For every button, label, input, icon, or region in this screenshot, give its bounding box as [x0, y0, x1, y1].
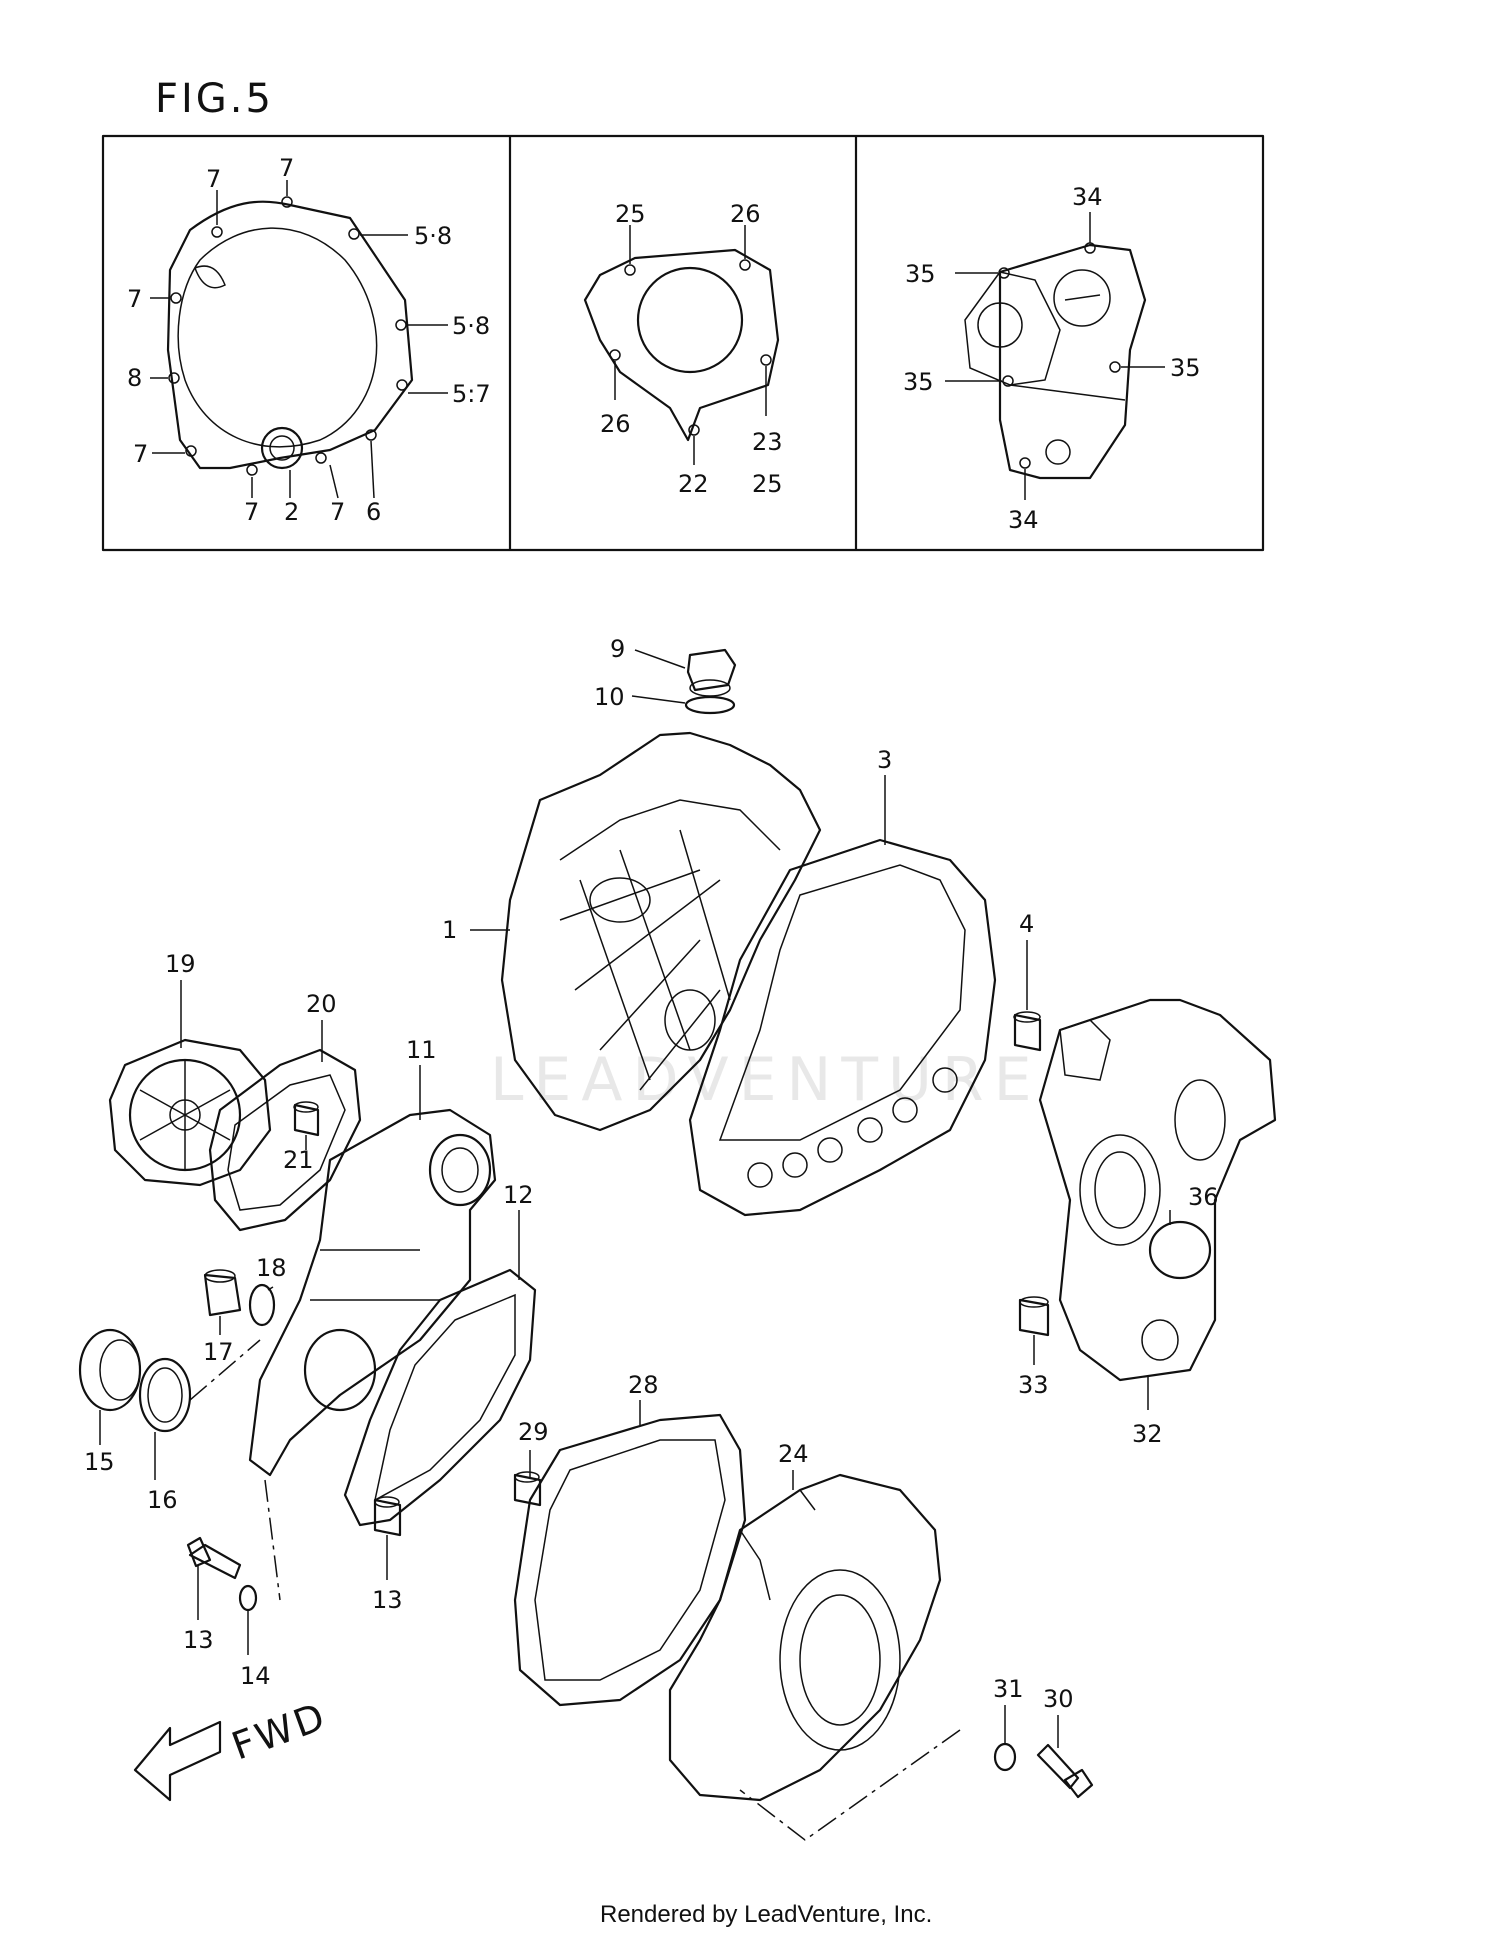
footer-credit: Rendered by LeadVenture, Inc. [600, 1901, 932, 1928]
callout-19: 18 [256, 1254, 287, 1282]
leader-lines [99, 649, 1171, 1748]
inset-pump-cover [583, 225, 780, 465]
inset-panel [101, 134, 1265, 552]
part-28-gasket [513, 1413, 747, 1707]
part-31-washer [993, 1742, 1017, 1772]
inset-clutch-cover [150, 180, 448, 499]
callout-9: 9 [610, 635, 625, 663]
callout-11: 11 [406, 1036, 437, 1064]
callout-24: 21 [283, 1146, 314, 1174]
callout-36: 36 [1188, 1183, 1219, 1211]
part-9-oil-cap [686, 648, 737, 697]
callout-4: 4 [1019, 910, 1034, 938]
inset-label: 5·8 [452, 312, 490, 340]
callout-12: 12 [503, 1181, 534, 1209]
inset-label: 26 [600, 410, 631, 438]
callout-15: 14 [240, 1662, 271, 1690]
figure-title: FIG.5 [155, 76, 274, 122]
assembly-line [739, 1729, 961, 1841]
callout-20: 19 [165, 950, 196, 978]
inset-label: 7 [127, 285, 142, 313]
part-17-o-ring [138, 1357, 192, 1433]
callout-33: 33 [1018, 1371, 1049, 1399]
inset-label: 5·8 [414, 222, 452, 250]
inset-label: 5:7 [452, 380, 491, 408]
part-32-generator-cover [1038, 998, 1277, 1382]
callout-1: 1 [442, 916, 457, 944]
inset-label: 35 [905, 260, 936, 288]
part-16-seal [78, 1328, 142, 1412]
part-33-dowel [1018, 1296, 1050, 1337]
inset-label: 8 [127, 364, 142, 392]
part-10-o-ring [684, 695, 736, 715]
part-29-dowel [513, 1471, 542, 1507]
callout-30: 30 [1043, 1685, 1074, 1713]
inset-label: 7 [206, 165, 221, 193]
inset-gen-cover [945, 212, 1165, 500]
callout-14: 13 [183, 1626, 214, 1654]
fwd-label: FWD [226, 1694, 333, 1769]
callout-10: 10 [594, 683, 625, 711]
inset-label: 7 [244, 498, 259, 526]
callout-32: 32 [1132, 1420, 1163, 1448]
inset-label: 23 [752, 428, 783, 456]
part-20-pump-cover [108, 1038, 272, 1187]
callout-13: 13 [372, 1586, 403, 1614]
callout-29: 29 [518, 1418, 549, 1446]
part-27-side-cover [668, 1473, 942, 1802]
inset-label: 34 [1072, 183, 1103, 211]
part-21-gasket [208, 1048, 362, 1232]
callout-18: 17 [203, 1338, 234, 1366]
callout-17: 16 [147, 1486, 178, 1514]
assembly-line [264, 1479, 281, 1601]
inset-label: 26 [730, 200, 761, 228]
inset-label: 22 [678, 470, 709, 498]
inset-label: 25 [752, 470, 783, 498]
inset-label: 2 [284, 498, 299, 526]
part-14-bolt [186, 1536, 242, 1580]
inset-label: 7 [133, 440, 148, 468]
inset-label: 6 [366, 498, 381, 526]
part-11-pump-case [248, 1108, 497, 1477]
part-30-bolt [1036, 1743, 1094, 1799]
part-12-gasket [343, 1268, 537, 1527]
callout-3: 3 [877, 746, 892, 774]
inset-label: 7 [279, 154, 294, 182]
watermark-text: LEADVENTURE [490, 1045, 1042, 1115]
callout-21: 20 [306, 990, 337, 1018]
inset-label: 25 [615, 200, 646, 228]
inset-label: 35 [1170, 354, 1201, 382]
callout-28: 28 [628, 1371, 659, 1399]
callout-31: 31 [993, 1675, 1024, 1703]
part-15-washer [238, 1584, 258, 1612]
part-24-dowel [293, 1101, 320, 1137]
inset-label: 35 [903, 368, 934, 396]
inset-label: 34 [1008, 506, 1039, 534]
forward-arrow-icon [133, 1720, 222, 1802]
callout-27: 24 [778, 1440, 809, 1468]
part-1-clutch-cover [500, 731, 822, 1132]
part-3-gasket [688, 838, 997, 1217]
inset-label: 7 [330, 498, 345, 526]
part-18-plug [203, 1269, 242, 1317]
callout-16: 15 [84, 1448, 115, 1476]
part-19-washer [248, 1283, 276, 1327]
part-13-dowel [373, 1496, 402, 1537]
part-4-dowel [1013, 1011, 1042, 1052]
assembly-line [189, 1339, 261, 1401]
